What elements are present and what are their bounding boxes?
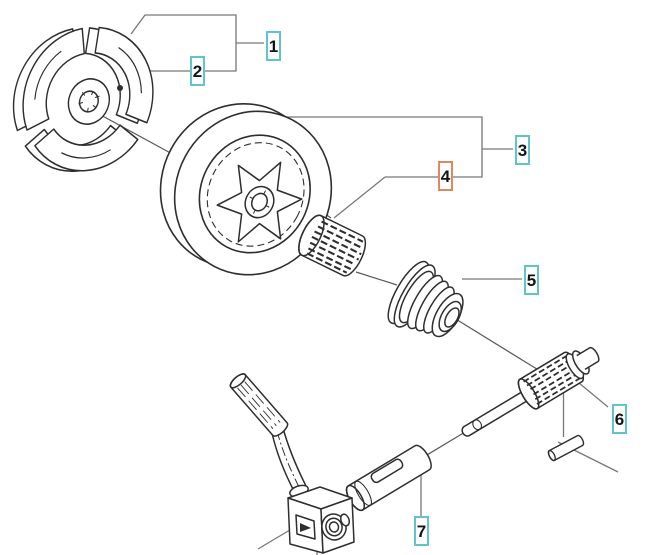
oil-pump-drawing — [229, 373, 355, 554]
callout-6[interactable]: 6 — [612, 404, 627, 434]
callout-3[interactable]: 3 — [515, 135, 530, 165]
pin-drawing — [547, 434, 585, 462]
callout-7[interactable]: 7 — [414, 516, 429, 546]
oil-pump-plunger-drawing — [345, 444, 432, 512]
callout-1[interactable]: 1 — [266, 31, 281, 61]
callout-4[interactable]: 4 — [438, 161, 453, 191]
needle-bearing-drawing — [298, 214, 367, 277]
callout-5[interactable]: 5 — [524, 265, 539, 295]
clutch-drum-drawing — [159, 102, 333, 276]
pump-lever-handle-drawing — [229, 373, 289, 437]
callout-2[interactable]: 2 — [190, 56, 205, 86]
clutch-assembly-drawing — [12, 26, 154, 172]
driveline-drawing — [345, 346, 600, 512]
crankshaft-drawing — [517, 346, 600, 410]
part-2-marker-dot — [117, 85, 123, 91]
pump-rod-drawing — [461, 388, 532, 437]
worm-gear-drawing — [387, 260, 464, 338]
